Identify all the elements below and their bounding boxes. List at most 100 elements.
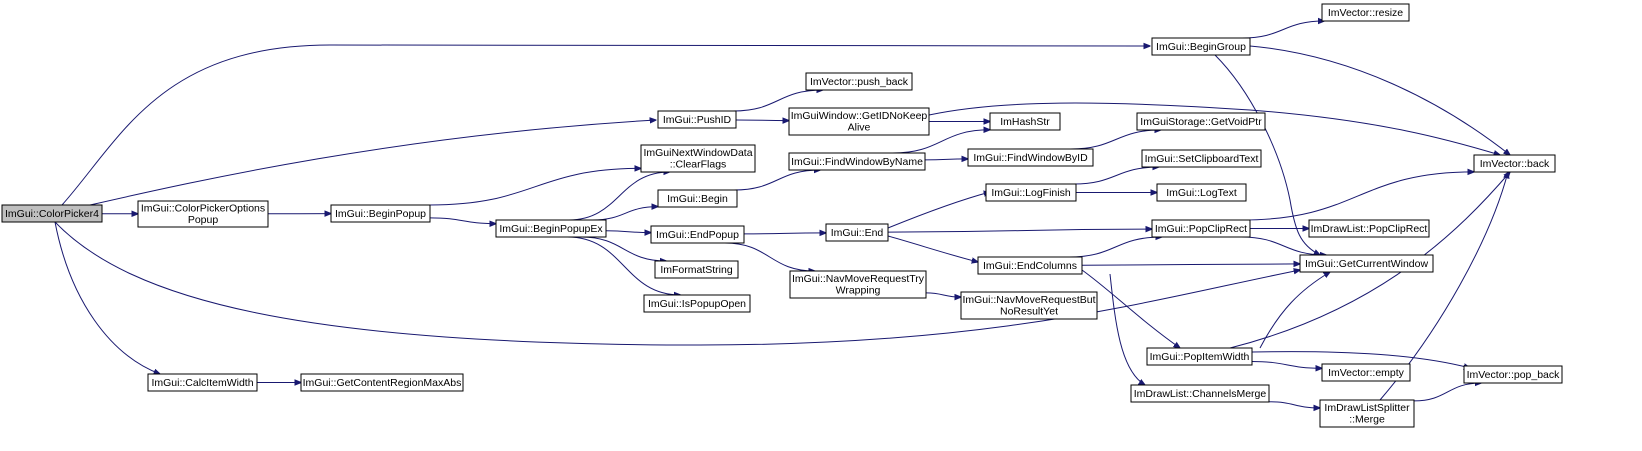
node-ispopupopen[interactable]: ImGui::IsPopupOpen [643,294,751,313]
node-calcitemwidth[interactable]: ImGui::CalcItemWidth [147,373,258,392]
node-popcliprect[interactable]: ImGui::PopClipRect [1151,219,1251,238]
node-begin[interactable]: ImGui::Begin [657,189,738,208]
node-box [1130,384,1270,403]
node-colorpicker4[interactable]: ImGui::ColorPicker4 [1,204,103,223]
node-push_back[interactable]: ImVector::push_back [805,72,913,91]
node-label: ImGui::PopItemWidth [1150,351,1250,363]
edge-beginpopup-to-beginpopupex [429,217,496,224]
edge-splitter_merge-to-pop_back [1413,383,1481,402]
edge-begingroup-to-back [1249,45,1510,155]
node-label: ImGuiWindow::GetIDNoKeep [791,110,928,122]
node-endpopup[interactable]: ImGui::EndPopup [650,225,745,244]
node-label: ImVector::back [1480,158,1550,170]
node-imhashstr[interactable]: ImHashStr [989,112,1061,131]
edge-popitemwidth-to-pop_back [1251,351,1470,368]
node-box [1308,219,1430,238]
node-findwindowbyid[interactable]: ImGui::FindWindowByID [967,148,1094,167]
node-label: ImGui::EndPopup [656,229,739,241]
node-box [1321,3,1410,22]
edge-findwindowbyname-to-findwindowbyid [924,159,968,160]
node-getcurrentwindow[interactable]: ImGui::GetCurrentWindow [1299,254,1434,273]
node-beginpopupex[interactable]: ImGui::BeginPopupEx [495,219,607,238]
edge-end-to-popcliprect [887,229,1152,233]
edge-getidnokeepalive-to-back [928,102,1500,155]
node-box [805,72,913,91]
node-box [1299,254,1434,273]
node-label: ImGui::End [831,227,884,239]
node-box [967,148,1094,167]
node-resize[interactable]: ImVector::resize [1321,3,1410,22]
edge-colorpicker4-to-getcurrentwindow [54,221,1300,346]
edge-endpopup-to-end [743,233,826,234]
node-box [495,219,607,238]
node-box [330,204,431,223]
node-nextwindowdata_clearflags[interactable]: ImGuiNextWindowData::ClearFlags [640,144,756,173]
node-splitter_merge[interactable]: ImDrawListSplitter::Merge [1319,399,1415,428]
node-label: ImGuiNextWindowData [643,147,752,159]
node-label: ImGui::LogText [1166,187,1237,199]
node-label: ImGui::CalcItemWidth [151,377,253,389]
edge-begingroup-to-getcurrentwindow [1214,54,1320,255]
node-label: ImGui::ColorPickerOptions [141,203,265,215]
node-back[interactable]: ImVector::back [1473,154,1556,173]
node-label: Wrapping [836,285,881,297]
node-label: ImGui::BeginPopupEx [499,223,603,235]
node-box [788,152,926,171]
node-getvoidptr[interactable]: ImGuiStorage::GetVoidPtr [1136,112,1266,131]
node-imformatstring[interactable]: ImFormatString [654,260,739,279]
node-beginpopup[interactable]: ImGui::BeginPopup [330,204,431,223]
node-label: ImVector::pop_back [1467,369,1561,381]
node-begingroup[interactable]: ImGui::BeginGroup [1151,37,1251,56]
node-logfinish[interactable]: ImGui::LogFinish [985,183,1077,202]
node-box [1,204,103,223]
node-label: ImGui::IsPopupOpen [648,298,746,310]
node-label: ImGui::PushID [663,114,732,126]
node-box [1151,37,1251,56]
node-logtext[interactable]: ImGui::LogText [1156,183,1247,202]
edge-pushid-to-push_back [733,90,823,112]
node-box [1151,219,1251,238]
node-empty[interactable]: ImVector::empty [1321,363,1411,382]
node-pushid[interactable]: ImGui::PushID [657,110,737,129]
node-box [825,223,889,242]
node-label: ImVector::empty [1328,367,1405,379]
edge-endcolumns-to-channelsmerge [1109,273,1145,385]
node-box [1321,363,1411,382]
node-getcontentregionmaxabs[interactable]: ImGui::GetContentRegionMaxAbs [300,373,464,392]
node-box [985,183,1077,202]
edge-colorpicker4-to-calcitemwidth [54,221,160,374]
node-box [657,189,738,208]
node-box [1146,347,1253,366]
node-box [654,260,739,279]
node-findwindowbyname[interactable]: ImGui::FindWindowByName [788,152,926,171]
node-label: ImFormatString [660,264,733,276]
node-drawlist_popcliprect[interactable]: ImDrawList::PopClipRect [1308,219,1430,238]
node-endcolumns[interactable]: ImGui::EndColumns [977,256,1083,275]
edge-endpopup-to-navmoverequesttrywrapping [724,242,815,271]
edges-layer [54,21,1510,408]
node-end[interactable]: ImGui::End [825,223,889,242]
edge-findwindowbyid-to-getvoidptr [1070,130,1161,150]
edge-endcolumns-to-getcurrentwindow [1081,264,1300,265]
node-box [1156,183,1247,202]
node-label: ImGui::FindWindowByName [791,156,923,168]
edge-channelsmerge-to-splitter_merge [1268,401,1320,408]
edge-popitemwidth-to-empty [1251,361,1322,369]
edge-popcliprect-to-back [1241,172,1474,221]
node-box [300,373,464,392]
node-label: ImGui::NavMoveRequestTry [792,273,925,285]
node-box [1463,365,1563,384]
node-pop_back[interactable]: ImVector::pop_back [1463,365,1563,384]
node-box [1136,112,1266,131]
edge-beginpopupex-to-nextwindowdata_clearflags [568,172,670,221]
node-box [147,373,258,392]
edge-findwindowbyname-to-imhashstr [892,130,990,154]
node-channelsmerge[interactable]: ImDrawList::ChannelsMerge [1130,384,1270,403]
node-setclipboardtext[interactable]: ImGui::SetClipboardText [1141,149,1262,168]
node-popitemwidth[interactable]: ImGui::PopItemWidth [1146,347,1253,366]
